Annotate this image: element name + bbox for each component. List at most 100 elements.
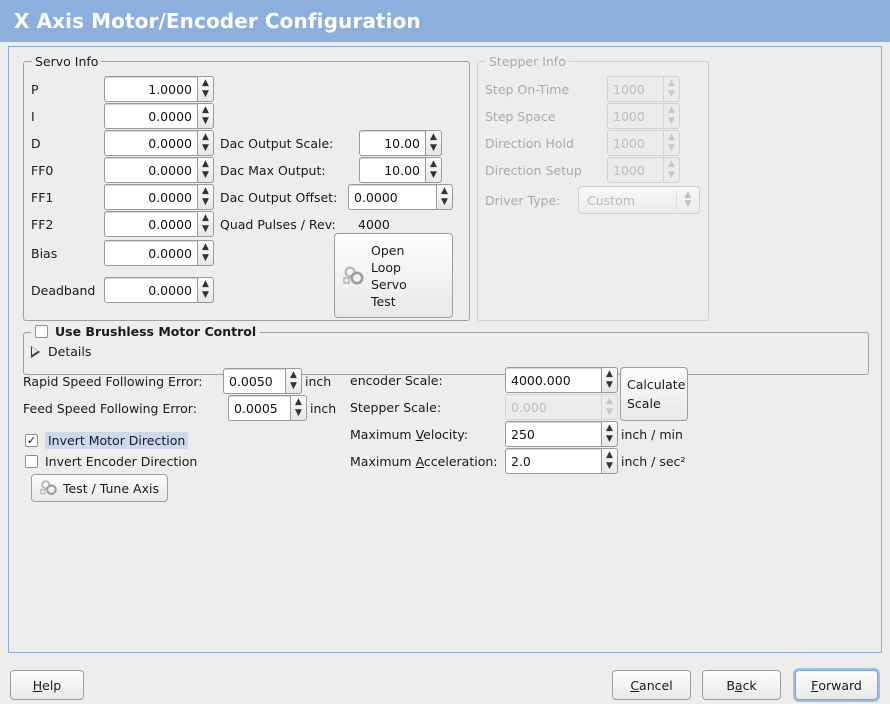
maximum-acceleration-stepper[interactable]: ▲▼ xyxy=(601,448,618,474)
open-loop-line-1: Open xyxy=(371,242,405,258)
servo-label-deadband: Deadband xyxy=(31,283,96,298)
dac-output-offset-value[interactable]: 0.0000 xyxy=(348,184,436,210)
dac-max-output-spin[interactable]: 10.00 ▲▼ xyxy=(359,157,442,183)
invert-encoder-direction-label: Invert Encoder Direction xyxy=(45,454,198,469)
maximum-velocity-label-post: elocity: xyxy=(423,427,468,442)
maximum-acceleration-unit: inch / sec² xyxy=(621,454,686,469)
dac-max-output-stepper[interactable]: ▲▼ xyxy=(425,157,442,183)
feed-speed-following-error-spin[interactable]: 0.0005 ▲▼ xyxy=(228,395,307,421)
cancel-mnemonic: C xyxy=(630,677,640,693)
checkbox-box[interactable]: ✓ xyxy=(25,434,38,447)
encoder-scale-value[interactable]: 4000.000 xyxy=(505,367,601,393)
feed-speed-unit: inch xyxy=(310,401,337,416)
content-area: Servo Info P I D FF0 FF1 FF2 Bias Deadba… xyxy=(8,46,882,653)
stepper-info-legend: Stepper Info xyxy=(486,54,569,69)
help-label-rest: elp xyxy=(42,677,62,693)
servo-label-p: P xyxy=(31,82,39,97)
servo-label-i: I xyxy=(31,109,35,124)
rapid-speed-following-error-spin[interactable]: 0.0050 ▲▼ xyxy=(223,368,302,394)
step-on-time-stepper: ▲▼ xyxy=(663,76,680,102)
dac-output-scale-stepper[interactable]: ▲▼ xyxy=(425,130,442,156)
direction-hold-spin: 1000 ▲▼ xyxy=(607,130,680,156)
maximum-acceleration-label-post: cceleration: xyxy=(423,454,498,469)
maximum-velocity-stepper[interactable]: ▲▼ xyxy=(601,421,618,447)
servo-spin-bias[interactable]: 0.0000 ▲▼ xyxy=(104,240,214,266)
direction-hold-label: Direction Hold xyxy=(485,136,574,151)
dac-output-scale-value[interactable]: 10.00 xyxy=(359,130,425,156)
encoder-scale-stepper[interactable]: ▲▼ xyxy=(601,367,618,393)
servo-stepper-p[interactable]: ▲▼ xyxy=(197,76,214,102)
chevron-right-icon[interactable] xyxy=(31,345,40,358)
quad-pulses-value: 4000 xyxy=(358,217,390,232)
maximum-velocity-mnemonic: V xyxy=(415,427,424,442)
back-mnemonic: a xyxy=(734,677,743,693)
maximum-acceleration-value[interactable]: 2.0 xyxy=(505,448,601,474)
servo-value-p[interactable]: 1.0000 xyxy=(104,76,197,102)
dac-max-output-label: Dac Max Output: xyxy=(220,163,326,178)
maximum-velocity-spin[interactable]: 250 ▲▼ xyxy=(505,421,618,447)
checkbox-box[interactable] xyxy=(25,455,38,468)
stepper-scale-stepper: ▲▼ xyxy=(601,394,618,420)
dac-output-scale-spin[interactable]: 10.00 ▲▼ xyxy=(359,130,442,156)
rapid-speed-following-error-value[interactable]: 0.0050 xyxy=(223,368,285,394)
invert-encoder-direction-checkbox[interactable]: Invert Encoder Direction xyxy=(25,454,197,469)
step-space-label: Step Space xyxy=(485,109,556,124)
dac-output-offset-spin[interactable]: 0.0000 ▲▼ xyxy=(348,184,453,210)
servo-label-ff2: FF2 xyxy=(31,217,54,232)
calculate-scale-button[interactable]: Calculate Scale xyxy=(620,367,688,421)
open-loop-servo-test-button[interactable]: Open Loop Servo Test xyxy=(334,233,453,318)
maximum-acceleration-label-pre: Maximum xyxy=(350,454,416,469)
servo-stepper-i[interactable]: ▲▼ xyxy=(197,103,214,129)
checkbox-box[interactable] xyxy=(35,325,48,338)
servo-value-ff2[interactable]: 0.0000 xyxy=(104,211,197,237)
servo-stepper-deadband[interactable]: ▲▼ xyxy=(197,277,214,303)
servo-spin-p[interactable]: 1.0000 ▲▼ xyxy=(104,76,214,102)
details-label: Details xyxy=(48,344,92,359)
encoder-scale-spin[interactable]: 4000.000 ▲▼ xyxy=(505,367,618,393)
servo-spin-ff2[interactable]: 0.0000 ▲▼ xyxy=(104,211,214,237)
maximum-velocity-value[interactable]: 250 xyxy=(505,421,601,447)
servo-stepper-d[interactable]: ▲▼ xyxy=(197,130,214,156)
servo-value-d[interactable]: 0.0000 xyxy=(104,130,197,156)
servo-stepper-ff1[interactable]: ▲▼ xyxy=(197,184,214,210)
servo-value-ff0[interactable]: 0.0000 xyxy=(104,157,197,183)
step-on-time-label: Step On-Time xyxy=(485,82,570,97)
use-brushless-motor-control-checkbox[interactable]: Use Brushless Motor Control xyxy=(31,324,261,339)
servo-spin-d[interactable]: 0.0000 ▲▼ xyxy=(104,130,214,156)
servo-value-bias[interactable]: 0.0000 xyxy=(104,240,197,266)
stepper-scale-label: Stepper Scale: xyxy=(350,400,442,415)
servo-spin-i[interactable]: 0.0000 ▲▼ xyxy=(104,103,214,129)
step-space-spin: 1000 ▲▼ xyxy=(607,103,680,129)
servo-value-deadband[interactable]: 0.0000 xyxy=(104,277,197,303)
open-loop-line-3: Servo xyxy=(371,276,407,292)
details-disclosure[interactable]: Details xyxy=(31,344,91,359)
test-tune-axis-button[interactable]: Test / Tune Axis xyxy=(31,474,168,502)
servo-stepper-ff2[interactable]: ▲▼ xyxy=(197,211,214,237)
dac-max-output-value[interactable]: 10.00 xyxy=(359,157,425,183)
dac-output-offset-stepper[interactable]: ▲▼ xyxy=(436,184,453,210)
servo-label-bias: Bias xyxy=(31,246,58,261)
invert-motor-direction-checkbox[interactable]: ✓ Invert Motor Direction xyxy=(25,432,189,449)
servo-spin-ff1[interactable]: 0.0000 ▲▼ xyxy=(104,184,214,210)
servo-spin-ff0[interactable]: 0.0000 ▲▼ xyxy=(104,157,214,183)
servo-stepper-ff0[interactable]: ▲▼ xyxy=(197,157,214,183)
feed-speed-stepper[interactable]: ▲▼ xyxy=(290,395,307,421)
feed-speed-following-error-value[interactable]: 0.0005 xyxy=(228,395,290,421)
maximum-velocity-label: Maximum Velocity: xyxy=(350,427,468,442)
step-on-time-value: 1000 xyxy=(607,76,663,102)
servo-spin-deadband[interactable]: 0.0000 ▲▼ xyxy=(104,277,214,303)
servo-value-ff1[interactable]: 0.0000 xyxy=(104,184,197,210)
servo-info-legend: Servo Info xyxy=(32,54,102,69)
calculate-scale-line-1: Calculate xyxy=(627,377,686,392)
maximum-acceleration-spin[interactable]: 2.0 ▲▼ xyxy=(505,448,618,474)
servo-stepper-bias[interactable]: ▲▼ xyxy=(197,240,214,266)
servo-value-i[interactable]: 0.0000 xyxy=(104,103,197,129)
driver-type-value: Custom xyxy=(587,192,635,208)
rapid-speed-stepper[interactable]: ▲▼ xyxy=(285,368,302,394)
rapid-speed-following-error-label: Rapid Speed Following Error: xyxy=(23,374,203,389)
